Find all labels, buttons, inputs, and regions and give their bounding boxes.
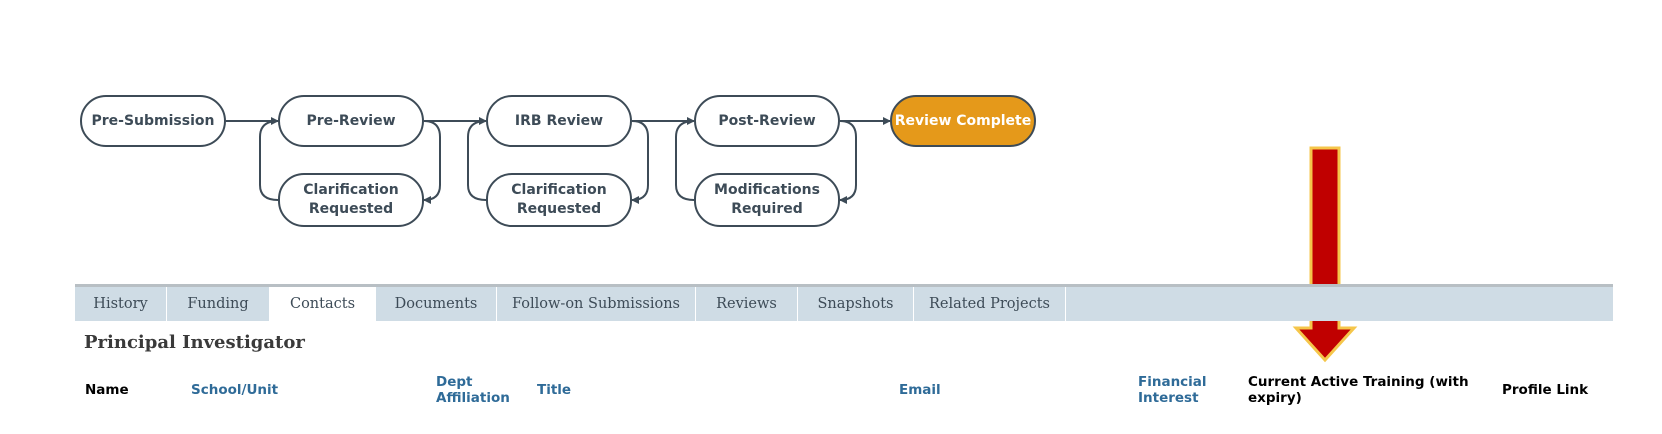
stage-review-complete: Review Complete xyxy=(890,95,1036,147)
tab-documents[interactable]: Documents xyxy=(376,287,497,321)
loop-arrow-back xyxy=(423,120,441,204)
tab-follow-on-submissions[interactable]: Follow-on Submissions xyxy=(497,287,696,321)
column-header-title[interactable]: Title xyxy=(537,382,572,398)
tab-reviews[interactable]: Reviews xyxy=(696,287,798,321)
column-header-school-unit[interactable]: School/Unit xyxy=(191,382,279,398)
loop-arrow-back xyxy=(839,120,857,204)
loop-arrow-forward xyxy=(467,120,487,201)
stage-clarification-requested-1: Clarification Requested xyxy=(278,173,424,227)
tab-snapshots[interactable]: Snapshots xyxy=(798,287,914,321)
section-title: Principal Investigator xyxy=(84,332,305,353)
tab-bar: History Funding Contacts Documents Follo… xyxy=(75,284,1613,321)
stage-irb-review: IRB Review xyxy=(486,95,632,147)
column-header-current-active-training: Current Active Training (with expiry) xyxy=(1248,374,1469,406)
stage-clarification-requested-2: Clarification Requested xyxy=(486,173,632,227)
stage-pre-submission: Pre-Submission xyxy=(80,95,226,147)
column-header-profile-link: Profile Link xyxy=(1502,382,1589,398)
column-header-financial-interest[interactable]: Financial Interest xyxy=(1138,374,1207,406)
tab-related-projects[interactable]: Related Projects xyxy=(914,287,1066,321)
column-header-dept-affiliation[interactable]: Dept Affiliation xyxy=(436,374,510,406)
loop-arrow-forward xyxy=(675,120,695,201)
column-header-name: Name xyxy=(85,382,129,398)
workflow-connectors xyxy=(226,117,891,204)
stage-post-review: Post-Review xyxy=(694,95,840,147)
tab-history[interactable]: History xyxy=(75,287,167,321)
red-down-arrow-icon xyxy=(1292,146,1358,363)
stage-modifications-required: Modifications Required xyxy=(694,173,840,227)
loop-arrow-forward xyxy=(259,120,279,201)
loop-arrow-back xyxy=(631,120,649,204)
tab-funding[interactable]: Funding xyxy=(167,287,270,321)
column-header-email[interactable]: Email xyxy=(899,382,941,398)
tab-contacts[interactable]: Contacts xyxy=(270,287,376,321)
stage-pre-review: Pre-Review xyxy=(278,95,424,147)
workflow-diagram: Pre-Submission Pre-Review IRB Review Pos… xyxy=(80,95,1036,227)
